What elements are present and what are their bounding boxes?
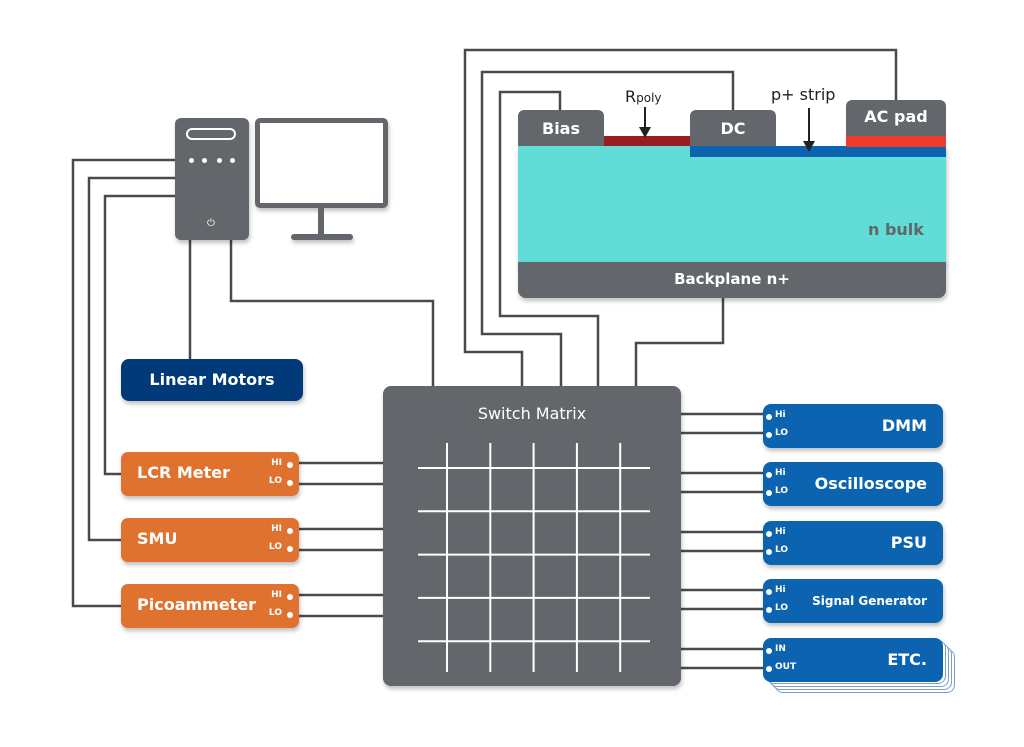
port-lo-dot (287, 612, 293, 618)
port-lo-dot (287, 480, 293, 486)
port-hi-dot (766, 414, 772, 420)
rpoly-label-sub: poly (636, 91, 662, 105)
signal-generator-label: Signal Generator (812, 594, 927, 608)
picoammeter-box: Picoammeter HI LO (121, 584, 299, 628)
backplane-label: Backplane n+ (518, 262, 946, 298)
oscilloscope-box: Hi LO Oscilloscope (763, 462, 943, 506)
port-lo-label: LO (268, 476, 282, 486)
psu-label: PSU (890, 533, 927, 552)
smu-box: SMU HI LO (121, 518, 299, 562)
port-out-label: OUT (775, 662, 797, 672)
wire-computer-matrix (229, 240, 435, 386)
port-lo-dot (766, 549, 772, 555)
port-hi-dot (287, 528, 293, 534)
wire-ac-matrix (463, 48, 898, 386)
port-lo-label: LO (775, 486, 789, 496)
port-in-label: IN (775, 644, 786, 654)
rpoly-label: Rpoly (625, 87, 662, 106)
led-dot (189, 158, 194, 163)
ac-metal-layer (846, 136, 946, 147)
psu-box: Hi LO PSU (763, 521, 943, 565)
port-hi-label: Hi (775, 468, 786, 478)
port-lo-label: LO (268, 608, 282, 618)
dc-pad: DC (690, 110, 776, 146)
wire-computer-picoammeter (71, 158, 175, 608)
switch-matrix-title: Switch Matrix (477, 404, 587, 423)
port-in-dot (766, 648, 772, 654)
ac-pad: AC pad (846, 100, 946, 136)
wire-backplane-matrix (634, 298, 725, 386)
led-dot (217, 158, 222, 163)
port-hi-label: Hi (775, 585, 786, 595)
wire-bias-matrix (498, 90, 600, 386)
port-hi-label: HI (271, 458, 282, 468)
wire-computer-smu (87, 176, 175, 542)
sensor-bulk (518, 146, 946, 264)
port-lo-label: LO (775, 428, 789, 438)
oscilloscope-label: Oscilloscope (814, 474, 927, 493)
port-lo-dot (287, 546, 293, 552)
port-hi-dot (766, 531, 772, 537)
led-dot (202, 158, 207, 163)
port-lo-dot (766, 490, 772, 496)
wire-computer-lcr (103, 194, 175, 476)
signal-generator-box: Hi LO Signal Generator (763, 579, 943, 623)
etc-label: ETC. (887, 650, 927, 669)
etc-box: IN OUT ETC. (763, 638, 943, 682)
bias-pad: Bias (518, 110, 604, 146)
port-hi-dot (766, 472, 772, 478)
switch-matrix-box: Switch Matrix (383, 386, 681, 686)
rpoly-label-main: R (625, 87, 637, 106)
led-dot (230, 158, 235, 163)
n-bulk-label: n bulk (868, 220, 924, 239)
smu-label: SMU (137, 529, 178, 548)
port-hi-label: HI (271, 524, 282, 534)
wire-dc-matrix (480, 70, 735, 386)
monitor-base (291, 234, 353, 240)
computer-tower-icon: ⏻ (175, 118, 249, 240)
port-lo-label: LO (268, 542, 282, 552)
port-hi-label: Hi (775, 527, 786, 537)
port-out-dot (766, 666, 772, 672)
p-strip-layer (690, 146, 946, 157)
port-hi-dot (287, 462, 293, 468)
port-hi-label: HI (271, 590, 282, 600)
monitor-stand (318, 207, 324, 235)
lcr-meter-box: LCR Meter HI LO (121, 452, 299, 496)
switch-matrix-grid (418, 443, 650, 672)
monitor-icon (255, 118, 388, 208)
dmm-box: Hi LO DMM (763, 404, 943, 448)
picoammeter-label: Picoammeter (137, 595, 257, 614)
port-lo-label: LO (775, 545, 789, 555)
p-strip-label: p+ strip (771, 85, 836, 104)
port-hi-dot (766, 589, 772, 595)
port-lo-label: LO (775, 603, 789, 613)
port-hi-dot (287, 594, 293, 600)
dmm-label: DMM (881, 416, 927, 435)
rpoly-layer (604, 136, 690, 146)
drive-slot (186, 128, 236, 140)
port-lo-dot (766, 607, 772, 613)
power-icon: ⏻ (207, 218, 215, 229)
port-hi-label: Hi (775, 410, 786, 420)
linear-motors-box: Linear Motors (121, 359, 303, 401)
lcr-meter-label: LCR Meter (137, 463, 230, 482)
port-lo-dot (766, 432, 772, 438)
